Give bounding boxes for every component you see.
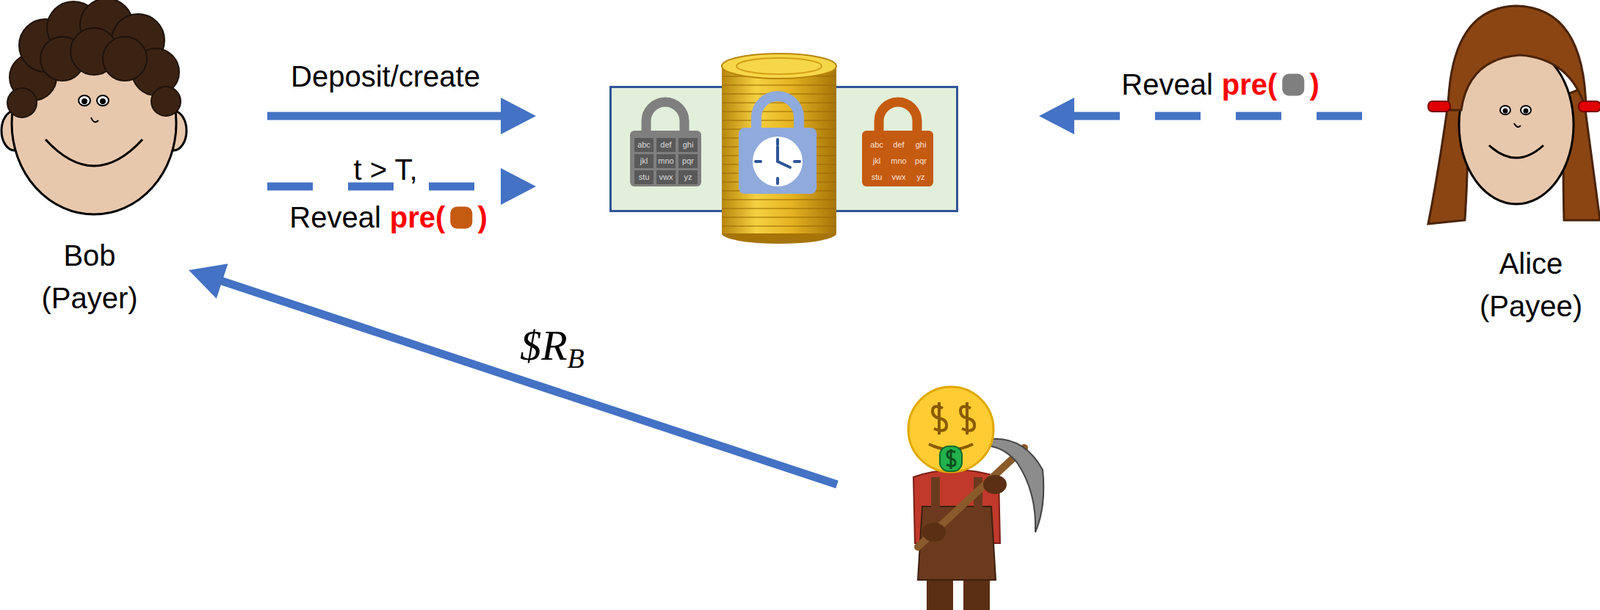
annotation-text: pre( xyxy=(1221,68,1278,102)
icon-shape xyxy=(450,206,473,229)
node-label: Alice (Payee) xyxy=(1472,242,1590,328)
keypad-key: jkl xyxy=(640,156,648,166)
keypad-key: abc xyxy=(870,140,884,150)
lock-color-icon xyxy=(1281,72,1305,97)
keypad-key: vwx xyxy=(892,172,907,182)
keypad-key: stu xyxy=(871,172,883,182)
subscript-text: B xyxy=(567,342,585,375)
arrow-line xyxy=(219,280,838,485)
keypad-key: ghi xyxy=(682,140,694,150)
arrow-line xyxy=(267,112,504,121)
lock-color-icon xyxy=(449,205,473,230)
miner-illustration xyxy=(908,386,1044,610)
arrow-line xyxy=(1071,112,1363,121)
keypad-key: yz xyxy=(917,172,926,182)
annotation-text: Reveal xyxy=(289,201,382,235)
payer-figure: Bob (Payer) xyxy=(0,0,184,324)
keypad-key: pqr xyxy=(914,156,927,166)
edge-label: t > T, xyxy=(353,153,418,187)
dashed-arrow xyxy=(1039,97,1363,135)
keypad-key: mno xyxy=(657,156,674,166)
label-group: t > T, xyxy=(353,153,418,187)
arrow-head xyxy=(188,263,228,299)
payee-figure: Alice (Payee) xyxy=(1442,0,1600,331)
bob-face xyxy=(1,0,187,215)
label-group: $RB xyxy=(519,320,585,371)
arrow-head xyxy=(500,97,537,135)
icon-shape xyxy=(1282,73,1305,96)
label-group: Deposit/create xyxy=(290,60,481,94)
keypad-key: yz xyxy=(684,172,693,182)
label-group: Revealpre() xyxy=(289,201,487,235)
node-label: Bob (Payer) xyxy=(34,234,145,320)
keypad-key: stu xyxy=(638,172,650,182)
miner-figure xyxy=(898,385,1037,610)
label-group: Revealpre() xyxy=(1121,68,1319,102)
keypad-key: vwx xyxy=(659,172,674,182)
contract-box xyxy=(609,85,959,213)
annotation-text: pre( xyxy=(389,201,446,235)
alice-face xyxy=(1428,5,1600,224)
edge-label: Deposit/create xyxy=(290,60,481,94)
keypad-key: mno xyxy=(890,156,907,166)
keypad-key: abc xyxy=(637,140,651,150)
arrow-head xyxy=(500,168,537,205)
annotation-text: Reveal xyxy=(1121,68,1214,102)
annotation-text: ) xyxy=(477,201,487,235)
keypad-key: jkl xyxy=(873,156,881,166)
solid-arrow xyxy=(267,97,537,135)
edge-label: $R xyxy=(519,320,567,371)
annotation-text: ) xyxy=(1309,68,1319,102)
solid-arrow xyxy=(188,263,838,485)
keypad-key: def xyxy=(892,140,904,150)
arrow-head xyxy=(1039,97,1075,135)
keypad-key: pqr xyxy=(682,156,694,166)
keypad-key: def xyxy=(660,140,672,150)
keypad-key: ghi xyxy=(915,140,927,150)
